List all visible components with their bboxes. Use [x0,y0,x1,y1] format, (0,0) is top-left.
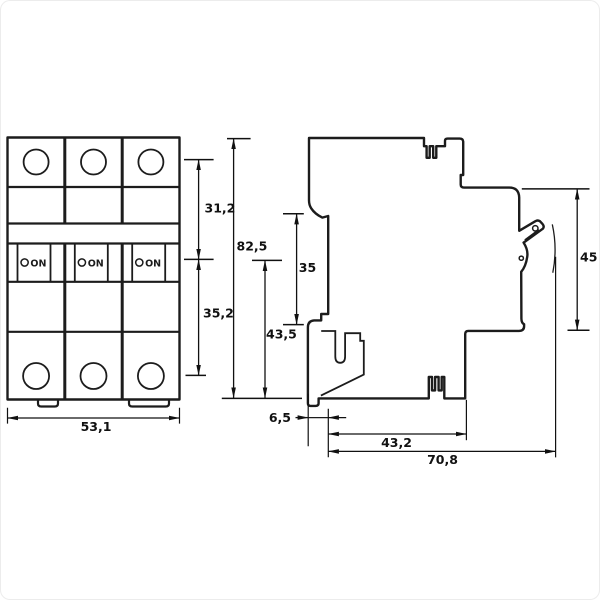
on-indicator-icon [77,258,87,267]
din-rail-clip-slot [320,330,365,397]
dimension-label-82-5: 82,5 [237,239,268,254]
dimension-total-depth: 70,8 [327,256,557,467]
dimension-label-70-8: 70,8 [427,452,458,467]
dimension-label-45: 45 [580,250,597,265]
dimension-front-bottom-span: 35,2 [185,259,234,377]
side-view-outline [306,136,545,408]
dimension-front-face-height: 45 [521,188,597,331]
dimension-front-width: 53,1 [6,407,181,434]
dimension-mount-depth: 43,2 [327,399,467,450]
dimension-din-rail: 35 [283,213,316,326]
dimension-handle-to-base: 43,5 [252,259,297,399]
handle-inner-edge [524,228,540,241]
dimension-label-31-2: 31,2 [205,201,236,216]
front-horizontal-panel-lines [7,185,180,333]
bottom-terminal-screw-2 [79,362,108,390]
handle-hole [531,224,539,232]
dimension-rear-clip-offset: 6,5 [269,393,347,458]
pole-divider-lines [63,137,124,400]
dimension-label-53-1: 53,1 [81,419,112,434]
dimension-label-35-2: 35,2 [203,306,234,321]
dimension-ticks [221,137,302,400]
handle-pivot-nub [518,255,525,262]
on-label-1: ON [30,258,46,269]
on-indicator-icon [134,258,144,267]
dimension-ticks [283,213,304,326]
toggle-handle [518,224,556,273]
dimension-label-43-5: 43,5 [266,327,297,342]
front-foot-left [36,399,60,408]
front-view: ON ON ON [6,136,181,408]
on-window-2 [73,243,109,282]
top-terminal-screw-3 [137,148,165,176]
dimension-side-height: 82,5 [221,137,302,400]
on-window-1 [16,243,52,282]
on-indicator-row: ON ON ON [16,243,167,282]
front-view-outline [6,136,181,401]
front-foot-right [127,399,171,408]
on-label-2: ON [88,258,104,269]
top-terminal-screw-1 [22,148,50,176]
top-terminal-screw-2 [80,148,107,176]
bottom-terminal-screw-3 [136,362,165,390]
on-label-3: ON [145,258,161,269]
bottom-terminal-screw-1 [22,362,50,390]
dimension-label-43-2: 43,2 [381,435,412,450]
on-window-3 [131,243,167,282]
handle-swing-arc [551,224,556,273]
dimension-label-6-5: 6,5 [269,410,291,425]
dimension-front-top-span: 31,2 [184,158,236,261]
on-indicator-icon [20,258,29,267]
side-view [306,136,556,408]
dimension-label-35: 35 [299,260,316,275]
